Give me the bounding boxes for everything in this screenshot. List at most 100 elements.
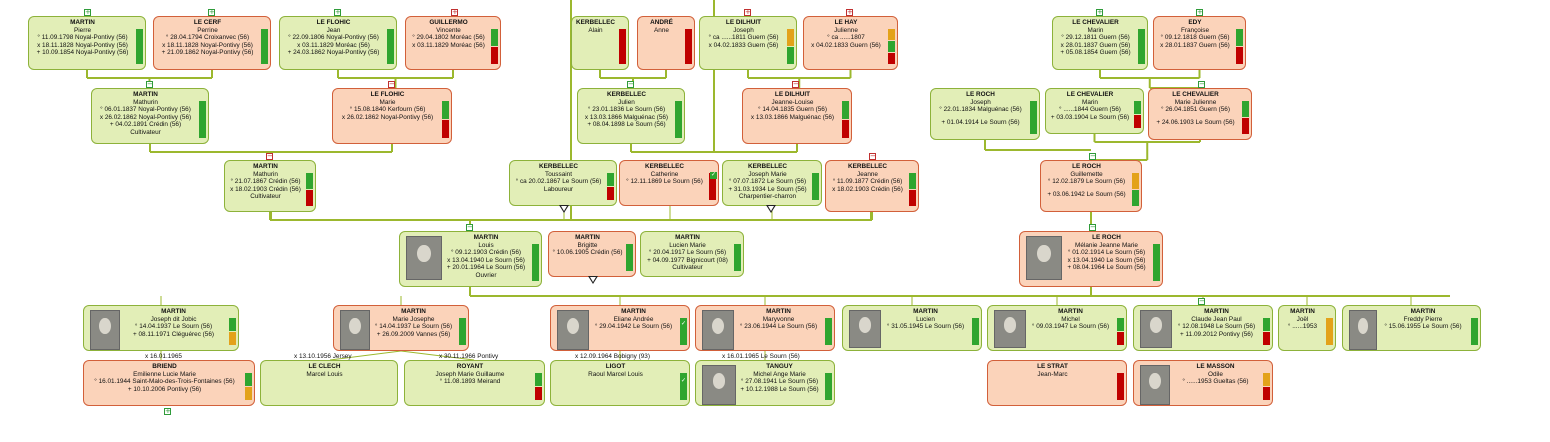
person-surname: KERBELLEC bbox=[538, 163, 579, 170]
triangle-marker-icon[interactable] bbox=[559, 205, 569, 213]
person-surname: LE MASSON bbox=[1196, 363, 1235, 370]
source-indicator-bar bbox=[1236, 29, 1243, 46]
collapse-minus-icon[interactable]: − bbox=[1089, 152, 1096, 160]
person-given-names: Lucien Marie bbox=[669, 241, 706, 249]
expand-plus-icon[interactable]: + bbox=[334, 8, 341, 16]
source-indicator-bar bbox=[245, 387, 252, 400]
expand-plus-icon[interactable]: + bbox=[164, 407, 171, 415]
source-indicator-bar bbox=[680, 373, 687, 400]
person-event-line: ° 20.04.1917 Le Sourn (56) bbox=[648, 249, 727, 257]
expand-plus-icon[interactable]: + bbox=[744, 8, 751, 16]
marriage-label: x 30.11.1966 Pontivy bbox=[439, 353, 499, 360]
person-event-line: + 05.08.1854 Guern (56) bbox=[1060, 49, 1131, 57]
collapse-minus-icon[interactable]: − bbox=[627, 80, 634, 88]
collapse-minus-icon[interactable]: − bbox=[792, 80, 799, 88]
person-surname: MARTIN bbox=[766, 308, 791, 315]
collapse-minus-icon[interactable]: − bbox=[1198, 297, 1205, 305]
collapse-minus-icon[interactable]: − bbox=[466, 223, 473, 231]
source-indicator-bar bbox=[1263, 387, 1270, 400]
collapse-minus-icon[interactable]: − bbox=[146, 80, 153, 88]
collapse-minus-icon[interactable]: − bbox=[388, 80, 395, 88]
person-given-names: Toussaint bbox=[545, 170, 572, 178]
source-indicators bbox=[1030, 101, 1037, 134]
person-surname: LE ROCH bbox=[966, 91, 995, 98]
collapse-minus-icon[interactable]: − bbox=[1198, 80, 1205, 88]
source-indicators bbox=[888, 29, 895, 64]
expand-plus-icon[interactable]: + bbox=[1096, 8, 1103, 16]
source-indicators bbox=[1236, 29, 1243, 64]
expand-plus-icon[interactable]: + bbox=[84, 8, 91, 16]
person-event-line: ° 11.09.1877 Crédin (56) bbox=[832, 178, 903, 186]
source-indicator-bar bbox=[1117, 318, 1124, 331]
triangle-marker-icon[interactable] bbox=[588, 276, 598, 284]
person-surname: MARTIN bbox=[473, 234, 499, 241]
triangle-marker-icon[interactable] bbox=[766, 205, 776, 213]
person-given-names: Lucien bbox=[916, 315, 935, 323]
collapse-minus-icon[interactable]: − bbox=[869, 152, 876, 160]
photo-portrait bbox=[90, 310, 120, 350]
person-event-line: x 26.02.1862 Noyal-Pontivy (56) bbox=[99, 113, 192, 121]
person-event-line: + 08.11.1971 Cléguérec (56) bbox=[132, 330, 215, 338]
person-event-line: ° 12.02.1879 Le Sourn (56) bbox=[1047, 178, 1126, 186]
collapse-minus-icon[interactable]: − bbox=[1089, 223, 1096, 231]
expand-plus-icon[interactable]: + bbox=[208, 8, 215, 16]
expand-plus-icon[interactable]: + bbox=[846, 8, 853, 16]
person-event-line: ° 09.03.1947 Le Sourn (56) bbox=[1031, 323, 1110, 331]
source-indicator-bar bbox=[734, 244, 741, 271]
person-event-line: ° 15.06.1955 Le Sourn (56) bbox=[1384, 323, 1462, 331]
photo-portrait bbox=[406, 236, 442, 280]
person-surname: TANGUY bbox=[766, 363, 793, 370]
collapse-minus-icon[interactable]: − bbox=[266, 152, 273, 160]
source-indicators bbox=[261, 29, 268, 64]
expand-plus-icon[interactable]: + bbox=[1196, 8, 1203, 16]
person-event-line: ° 14.04.1835 Guern (56) bbox=[758, 106, 827, 114]
source-indicators bbox=[229, 318, 236, 345]
person-surname: MARTIN bbox=[133, 91, 158, 98]
person-event-line: + 10.12.1988 Le Sourn (56) bbox=[740, 385, 819, 393]
expand-plus-icon[interactable]: + bbox=[451, 8, 458, 16]
